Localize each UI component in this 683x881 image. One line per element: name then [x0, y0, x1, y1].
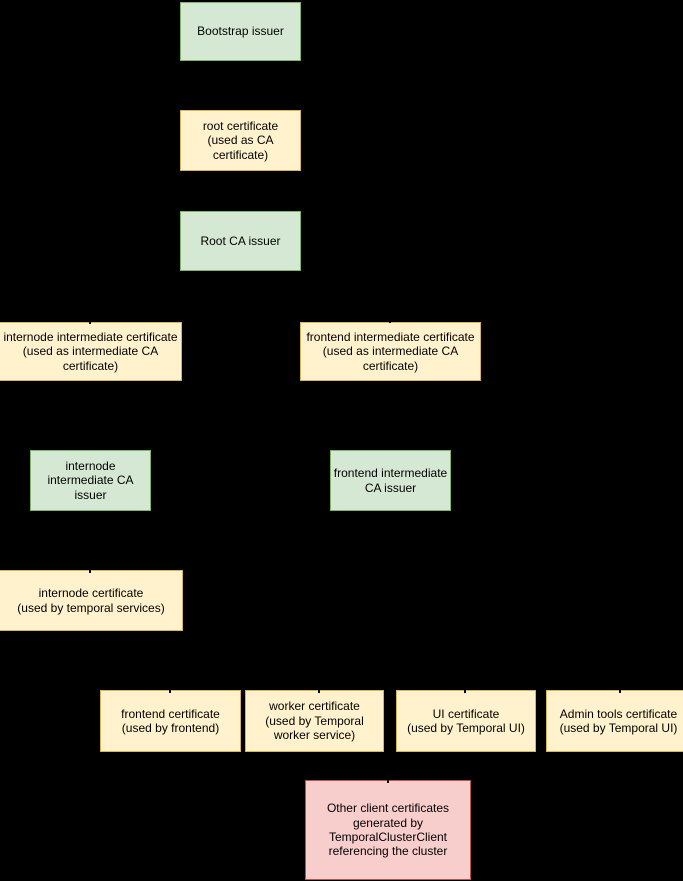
node-internode-intermediate-certificate: internode intermediate certificate (used… — [0, 322, 182, 381]
node-internode-certificate: internode certificate (used by temporal … — [0, 570, 183, 631]
node-bootstrap-issuer: Bootstrap issuer — [180, 2, 301, 61]
node-ui-certificate: UI certificate (used by Temporal UI) — [396, 690, 536, 752]
node-label: internode intermediate CA issuer — [47, 458, 134, 502]
node-other-client-certificates: Other client certificates generated by T… — [305, 780, 471, 880]
node-label: frontend intermediate CA issuer — [333, 466, 448, 495]
node-label: worker certificate (used by Temporal wor… — [265, 699, 364, 743]
arrowhead-icon — [89, 566, 91, 573]
node-worker-certificate: worker certificate (used by Temporal wor… — [245, 690, 384, 752]
node-label: internode intermediate certificate (used… — [3, 329, 178, 373]
arrowhead-icon — [89, 317, 91, 324]
node-frontend-intermediate-certificate: frontend intermediate certificate (used … — [300, 322, 481, 381]
node-label: Admin tools certificate (used by Tempora… — [559, 706, 678, 735]
arrowhead-icon — [169, 686, 171, 693]
node-admin-tools-certificate: Admin tools certificate (used by Tempora… — [546, 690, 683, 752]
node-label: frontend certificate (used by frontend) — [121, 706, 220, 735]
arrowhead-icon — [389, 316, 391, 323]
node-frontend-intermediate-ca-issuer: frontend intermediate CA issuer — [330, 450, 451, 511]
arrowhead-icon — [318, 686, 320, 693]
node-label: internode certificate (used by temporal … — [17, 586, 165, 615]
node-label: UI certificate (used by Temporal UI) — [407, 706, 525, 735]
arrowhead-icon — [387, 776, 389, 783]
node-root-ca-issuer: Root CA issuer — [180, 211, 301, 271]
node-label: frontend intermediate certificate (used … — [306, 329, 475, 373]
node-frontend-certificate: frontend certificate (used by frontend) — [100, 690, 241, 752]
node-root-certificate: root certificate (used as CA certificate… — [180, 110, 301, 171]
node-label: Bootstrap issuer — [197, 24, 284, 39]
arrowhead-icon — [464, 686, 466, 693]
node-label: Other client certificates generated by T… — [326, 801, 450, 859]
node-internode-intermediate-ca-issuer: internode intermediate CA issuer — [30, 450, 151, 511]
node-label: Root CA issuer — [200, 233, 281, 248]
node-label: root certificate (used as CA certificate… — [202, 118, 279, 162]
arrowhead-icon — [619, 686, 621, 693]
